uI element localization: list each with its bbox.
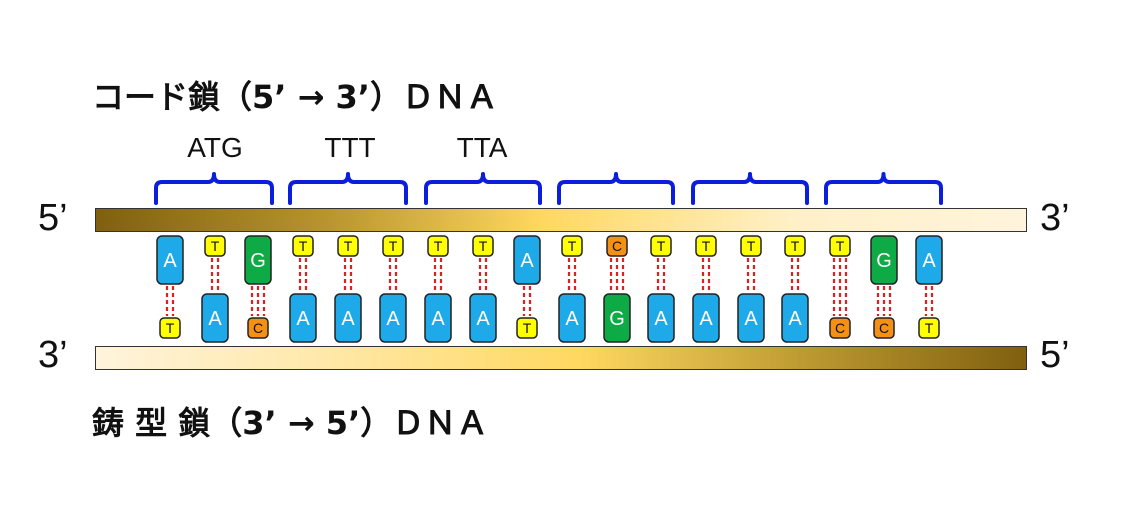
template-base-3 — [247, 317, 269, 339]
template-base-14 — [737, 293, 765, 343]
codon-brace-5 — [691, 172, 809, 205]
coding-base-letter-17: G — [876, 250, 892, 272]
template-base-17 — [873, 317, 895, 339]
template-base-letter-4: A — [296, 308, 310, 330]
template-base-letter-11: G — [609, 308, 625, 330]
coding-base-14 — [740, 235, 762, 257]
template-base-9 — [516, 317, 538, 339]
codon-brace-4 — [557, 172, 675, 205]
template-base-letter-3: C — [253, 320, 263, 336]
template-base-letter-2: A — [208, 308, 222, 330]
template-base-1 — [159, 317, 181, 339]
template-base-16 — [829, 317, 851, 339]
coding-base-11 — [606, 235, 628, 257]
template-base-letter-8: A — [476, 308, 490, 330]
codon-label-3: TTA — [456, 132, 508, 163]
coding-base-letter-1: A — [163, 250, 177, 272]
template-base-letter-16: C — [835, 320, 845, 336]
template-base-letter-17: C — [879, 320, 889, 336]
template-base-7 — [424, 293, 452, 343]
template-base-8 — [469, 293, 497, 343]
coding-base-16 — [829, 235, 851, 257]
coding-base-letter-13: T — [702, 238, 711, 254]
template-base-letter-18: T — [925, 320, 934, 336]
coding-base-letter-5: T — [344, 238, 353, 254]
template-base-letter-14: A — [744, 308, 758, 330]
coding-base-2 — [204, 235, 226, 257]
coding-base-letter-15: T — [791, 238, 800, 254]
coding-base-letter-10: T — [568, 238, 577, 254]
coding-base-1 — [156, 235, 184, 285]
coding-base-letter-8: T — [479, 238, 488, 254]
codon-brace-6 — [824, 172, 943, 205]
coding-base-letter-14: T — [747, 238, 756, 254]
coding-base-7 — [427, 235, 449, 257]
coding-base-letter-11: C — [612, 238, 622, 254]
template-base-letter-15: A — [788, 308, 802, 330]
template-base-letter-5: A — [341, 308, 355, 330]
coding-base-12 — [650, 235, 672, 257]
template-3prime-label: 3’ — [38, 334, 68, 376]
codon-brace-1 — [154, 172, 274, 205]
template-base-letter-9: T — [523, 320, 532, 336]
template-base-6 — [379, 293, 407, 343]
coding-base-8 — [472, 235, 494, 257]
template-base-18 — [918, 317, 940, 339]
coding-base-17 — [870, 235, 898, 285]
coding-base-4 — [292, 235, 314, 257]
coding-base-letter-7: T — [434, 238, 443, 254]
codon-brace-2 — [288, 172, 408, 205]
coding-base-13 — [695, 235, 717, 257]
coding-base-10 — [561, 235, 583, 257]
template-base-13 — [692, 293, 720, 343]
template-base-letter-7: A — [431, 308, 445, 330]
template-base-4 — [289, 293, 317, 343]
coding-base-letter-2: T — [211, 238, 220, 254]
coding-base-letter-16: T — [836, 238, 845, 254]
coding-base-15 — [784, 235, 806, 257]
codon-label-1: ATG — [187, 132, 243, 163]
template-base-15 — [781, 293, 809, 343]
codon-brace-3 — [424, 172, 542, 205]
template-base-letter-12: A — [654, 308, 668, 330]
coding-3prime-label: 3’ — [1040, 197, 1070, 239]
template-base-2 — [201, 293, 229, 343]
coding-base-letter-6: T — [389, 238, 398, 254]
coding-base-letter-18: A — [922, 250, 936, 272]
coding-base-3 — [244, 235, 272, 285]
codon-label-2: TTT — [324, 132, 376, 163]
template-base-letter-10: A — [565, 308, 579, 330]
coding-base-5 — [337, 235, 359, 257]
template-base-5 — [334, 293, 362, 343]
coding-base-letter-9: A — [520, 250, 534, 272]
coding-5prime-label: 5’ — [38, 197, 68, 239]
template-strand-title: 鋳 型 鎖（3’ → 5’）ＤＮＡ — [92, 404, 489, 442]
template-base-11 — [603, 293, 631, 343]
coding-strand-backbone — [95, 208, 1027, 232]
coding-base-letter-12: T — [657, 238, 666, 254]
template-base-letter-1: T — [166, 320, 175, 336]
coding-base-9 — [513, 235, 541, 285]
template-base-letter-6: A — [386, 308, 400, 330]
coding-base-letter-3: G — [250, 250, 266, 272]
coding-base-18 — [915, 235, 943, 285]
template-5prime-label: 5’ — [1040, 334, 1070, 376]
coding-base-letter-4: T — [299, 238, 308, 254]
template-strand-backbone — [95, 346, 1027, 370]
template-base-12 — [647, 293, 675, 343]
coding-base-6 — [382, 235, 404, 257]
template-base-letter-13: A — [699, 308, 713, 330]
coding-strand-title: コード鎖（5’ → 3’）ＤＮＡ — [92, 78, 498, 116]
template-base-10 — [558, 293, 586, 343]
